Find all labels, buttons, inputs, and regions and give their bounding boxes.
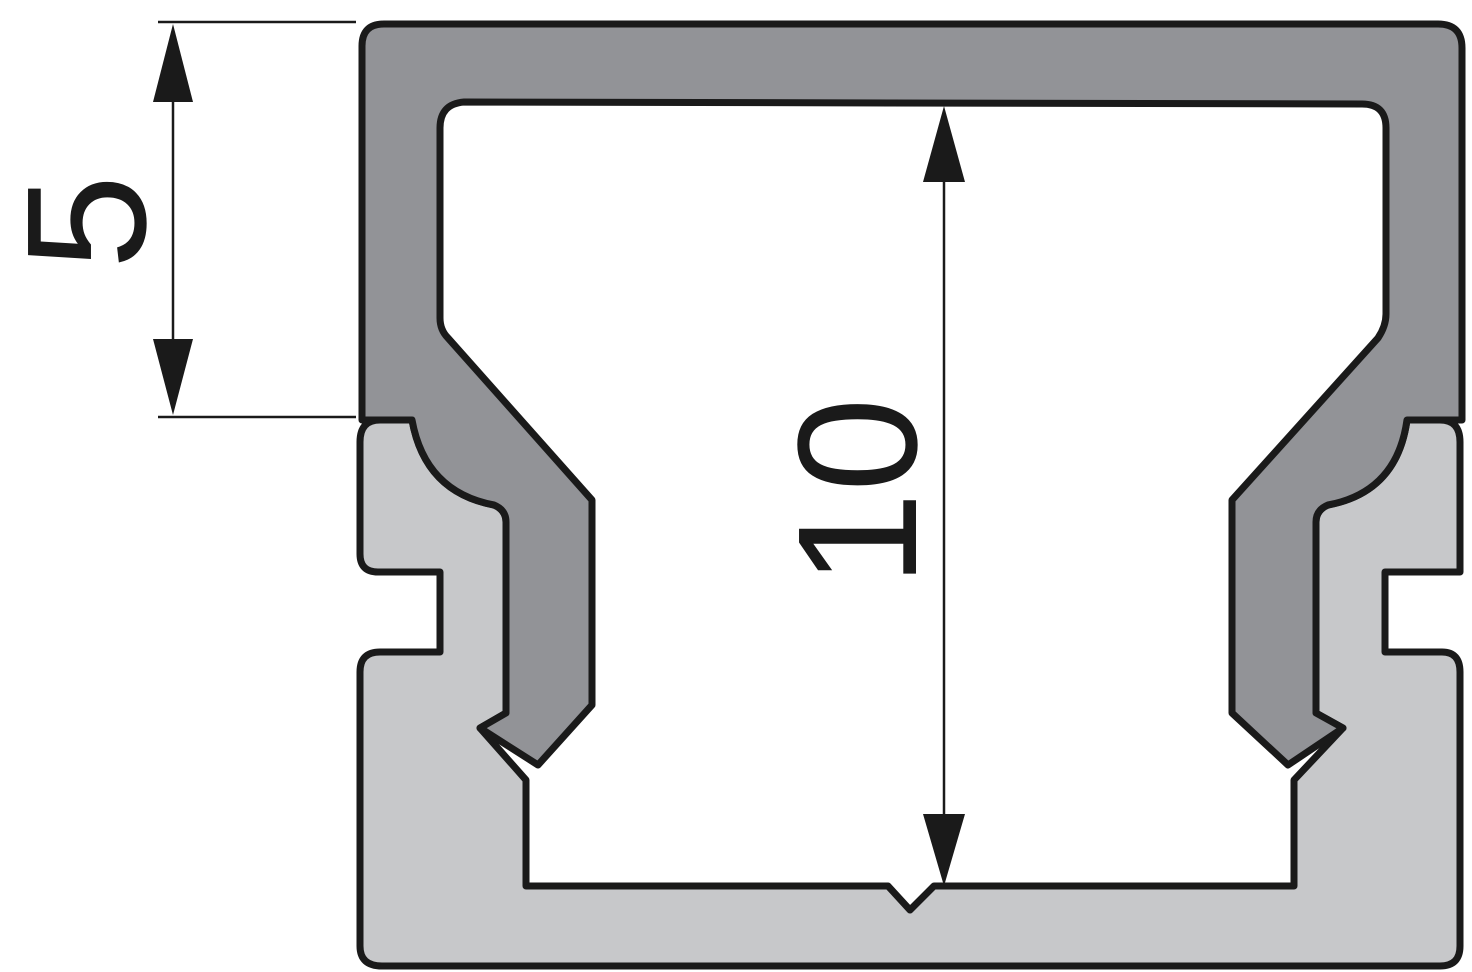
dimension-label-5: 5: [0, 175, 182, 270]
dimension-label-10: 10: [763, 397, 953, 586]
cover-profile: [358, 20, 1466, 769]
arrow-down-icon: [153, 339, 193, 415]
arrow-up-icon: [923, 106, 965, 182]
arrow-up-icon: [153, 24, 193, 102]
arrow-down-icon: [923, 814, 965, 886]
